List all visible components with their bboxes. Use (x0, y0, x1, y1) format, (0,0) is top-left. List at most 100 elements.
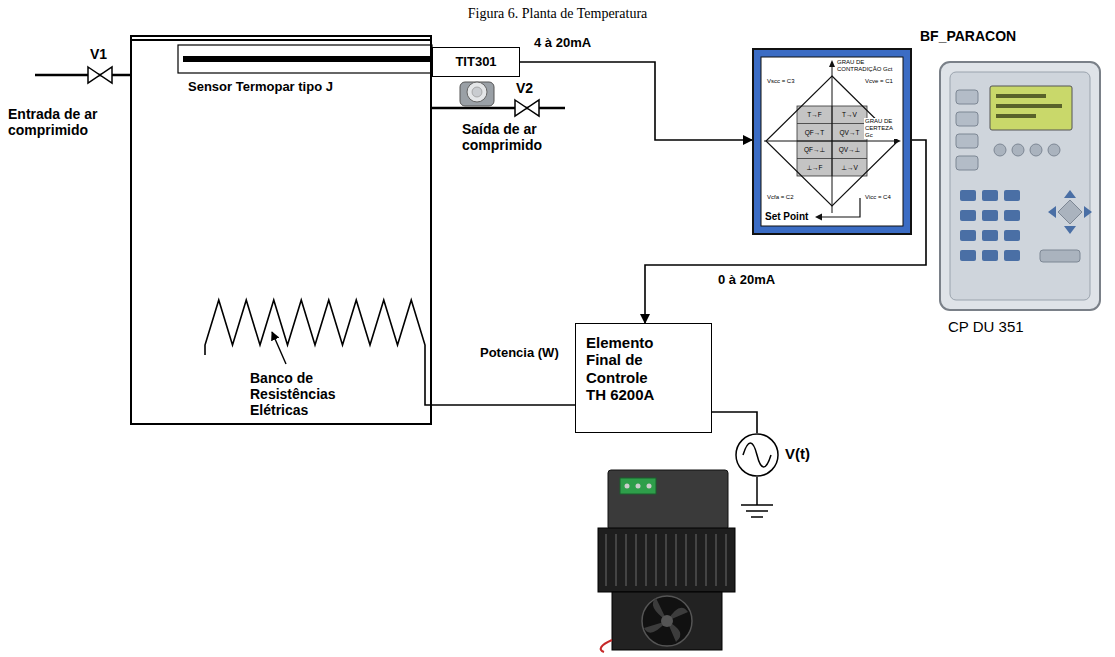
valve-label: V1 (90, 46, 107, 62)
device-label: CP DU 351 (948, 318, 1024, 335)
source-label: V(t) (785, 445, 810, 462)
tag-label: TIT301 (433, 48, 519, 76)
signal-label: Potencia (W) (478, 346, 561, 361)
valve-symbol (88, 67, 112, 83)
lcd-line (996, 114, 1036, 118)
axis-line (832, 64, 833, 213)
sine-wave (743, 443, 771, 467)
limit-label: Vscc = C3 (766, 78, 796, 85)
fan-frame (612, 592, 722, 650)
plc-key (956, 112, 978, 126)
plc-key (994, 144, 1006, 156)
axis-label: GRAU DE CONTRADIÇÃO Gct (836, 59, 902, 73)
plc-key (982, 210, 998, 221)
process-label: Elemento Final de Controle TH 6200A (586, 334, 664, 403)
transmitter-photo (460, 82, 494, 106)
chamber-top-wall (130, 39, 432, 41)
block-heading: BF_PARACON (920, 28, 1016, 44)
plc-key (960, 230, 976, 241)
signal-label: 0 à 20mA (716, 273, 777, 288)
terminal-screw (625, 484, 630, 489)
terminal-block (620, 478, 656, 494)
paraconsistent-controller-block: BF_PARACONSet Point (752, 48, 912, 235)
power-controller-photo (598, 470, 735, 652)
lcd-line (996, 94, 1046, 98)
pipe-line (35, 74, 130, 77)
axis-arrowhead (829, 60, 835, 67)
leader-arrow (272, 332, 286, 364)
setpoint-label: Set Point (765, 211, 808, 223)
plc-key (956, 156, 978, 170)
valve-symbol (515, 100, 539, 116)
outlet-label: Saída de ar comprimido (462, 121, 562, 153)
limit-label: Vcfa = C2 (766, 194, 795, 201)
transmitter-body (460, 82, 494, 106)
paraconsistent-lattice-frame (752, 48, 912, 235)
plc-lcd (990, 86, 1072, 130)
wire (601, 640, 612, 652)
plc-key (982, 190, 998, 201)
plc-nav-key (1058, 200, 1082, 224)
heatsink-fins (606, 534, 726, 586)
outlet-pipe (432, 100, 565, 116)
inlet-label: Entrada de ar comprimido (8, 106, 126, 138)
ground-symbol (741, 477, 773, 517)
signal-connector (432, 404, 575, 406)
transmitter-box: TIT301 (432, 47, 520, 77)
transmitter-cover (467, 82, 487, 102)
plc-key (1004, 250, 1020, 261)
plc-key (1048, 144, 1060, 156)
sensor-label: Sensor Termopar tipo J (188, 80, 333, 95)
sensor-well (178, 45, 432, 73)
signal-connector (712, 412, 757, 433)
fan-blades (644, 598, 688, 642)
plc-key (1004, 230, 1020, 241)
plc-photo (940, 62, 1100, 310)
fan-hub (661, 615, 673, 627)
final-control-element-box: Elemento Final de Controle TH 6200A (575, 323, 712, 433)
plc-arrow-keys (1048, 190, 1092, 234)
thermocouple-sensor (178, 45, 432, 73)
frame (753, 49, 911, 234)
inlet-pipe (35, 67, 130, 83)
plc-bezel (950, 72, 1090, 300)
terminal-screw (647, 484, 652, 489)
transmitter-display (472, 87, 482, 97)
plc-key (982, 230, 998, 241)
plc-key (960, 190, 976, 201)
heatsink (598, 528, 735, 592)
source-circle (736, 434, 778, 476)
state-label: QV→⊥ (832, 141, 867, 159)
plc-key (960, 250, 976, 261)
ground-bar (741, 504, 773, 506)
setpoint-arrowhead (815, 214, 822, 221)
plc-key (1030, 144, 1042, 156)
limit-label: Vicc = C4 (864, 194, 892, 201)
ground-bar (746, 510, 768, 512)
signal-connector (520, 62, 752, 140)
signal-label: 4 à 20mA (532, 36, 593, 51)
controller-module (608, 470, 728, 530)
limit-label: Vcve = C1 (864, 78, 894, 85)
figure-title: Figura 6. Planta de Temperatura (0, 6, 1115, 22)
state-label: QV→T (832, 124, 867, 142)
state-label: T→F (797, 106, 832, 124)
plc-key (1004, 210, 1020, 221)
state-label: ⊥→V (832, 159, 867, 177)
plc-key (1040, 250, 1080, 262)
plc-key (956, 90, 978, 104)
plc-key (982, 250, 998, 261)
state-label: ⊥→F (797, 159, 832, 177)
frame-inner (761, 57, 903, 226)
sensor-rod (183, 56, 432, 62)
plc-key (1012, 144, 1024, 156)
voltage-source: V(t) (735, 433, 779, 477)
pipe-line (432, 107, 565, 110)
axis-line (764, 141, 897, 142)
heater-label: Banco de Resistências Elétricas (250, 370, 362, 418)
axis-label: GRAU DE CERTEZA Gc (864, 118, 902, 139)
state-label: QF→⊥ (797, 141, 832, 159)
